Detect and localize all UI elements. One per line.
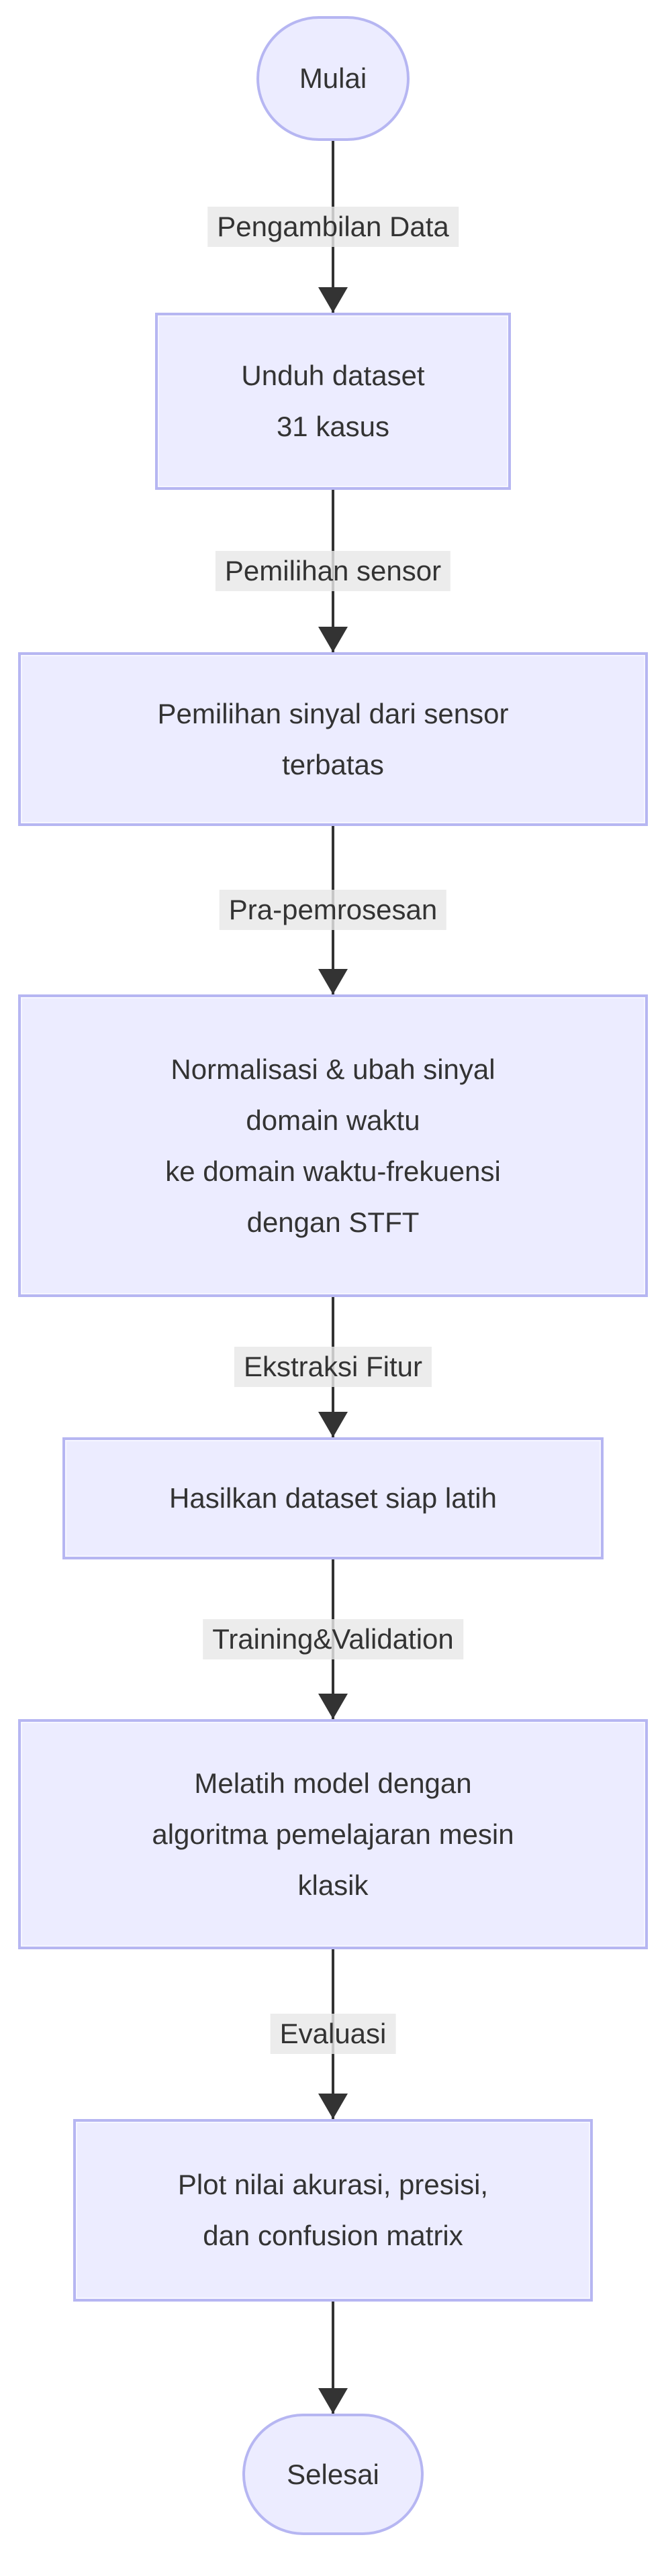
process-node-plot-akurasi: Plot nilai akurasi, presisi, dan confusi… <box>73 2119 593 2302</box>
edge-label-pengambilan-data: Pengambilan Data <box>207 207 459 247</box>
process-node-pemilihan-sinyal: Pemilihan sinyal dari sensor terbatas <box>18 652 648 826</box>
edge-label-pemilihan-sensor: Pemilihan sensor <box>215 551 451 591</box>
process-node-line: ke domain waktu-frekuensi <box>165 1155 501 1187</box>
process-node-normalisasi-stft: Normalisasi & ubah sinyal domain waktu k… <box>18 994 648 1297</box>
process-node-line: klasik <box>297 1869 369 1901</box>
edge-label-pra-pemrosesan: Pra-pemrosesan <box>219 890 447 930</box>
arrowhead-icon <box>318 1694 348 1719</box>
end-node: Selesai <box>242 2414 424 2535</box>
process-node-line: domain waktu <box>246 1104 420 1136</box>
arrowhead-icon <box>318 627 348 652</box>
end-node-label: Selesai <box>287 2458 379 2490</box>
process-node-line: Plot nilai akurasi, presisi, <box>177 2169 489 2200</box>
arrowhead-icon <box>318 2094 348 2119</box>
process-node-line: Melatih model dengan <box>194 1767 472 1799</box>
process-node-line: terbatas <box>282 748 384 780</box>
start-node-label: Mulai <box>299 62 367 94</box>
process-node-line: 31 kasus <box>276 411 390 442</box>
start-node: Mulai <box>256 16 410 141</box>
process-node-unduh-dataset: Unduh dataset 31 kasus <box>155 313 511 490</box>
edge-line <box>332 2302 334 2414</box>
process-node-hasilkan-dataset: Hasilkan dataset siap latih <box>62 1437 604 1559</box>
process-node-line: Unduh dataset <box>241 360 425 391</box>
process-node-melatih-model: Melatih model dengan algoritma pemelajar… <box>18 1719 648 1949</box>
process-node-line: Pemilihan sinyal dari sensor <box>157 697 509 729</box>
arrowhead-icon <box>318 287 348 313</box>
arrowhead-icon <box>318 2388 348 2414</box>
process-node-line: dengan STFT <box>246 1206 420 1238</box>
process-node-line: Normalisasi & ubah sinyal <box>171 1053 495 1085</box>
edge-label-ekstraksi-fitur: Ekstraksi Fitur <box>234 1347 432 1387</box>
edge-label-evaluasi: Evaluasi <box>270 2014 396 2054</box>
process-node-line: Hasilkan dataset siap latih <box>169 1482 497 1514</box>
process-node-line: algoritma pemelajaran mesin <box>152 1818 514 1850</box>
edge-label-training-validation: Training&Validation <box>203 1619 463 1659</box>
arrowhead-icon <box>318 1412 348 1437</box>
process-node-line: dan confusion matrix <box>203 2220 463 2251</box>
arrowhead-icon <box>318 969 348 994</box>
